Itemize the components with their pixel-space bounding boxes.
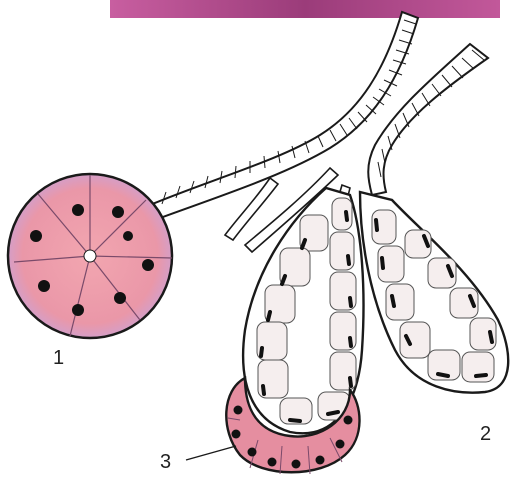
label-3: 3: [160, 452, 171, 472]
label-1: 1: [53, 348, 64, 368]
mucous-tubule-right: [360, 192, 508, 393]
photo-strip: [110, 0, 500, 18]
leader-line-3: [186, 446, 236, 460]
mucous-tubule-icon: [243, 188, 363, 433]
label-2: 2: [480, 424, 491, 444]
serous-acinus-icon: [8, 174, 172, 338]
